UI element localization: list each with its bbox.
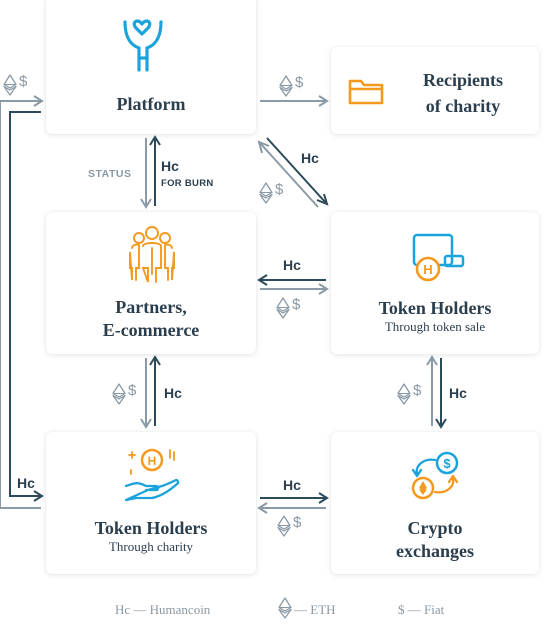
status-label: STATUS [88,168,132,180]
svg-text:H: H [423,262,432,277]
eth-icon [276,297,290,319]
recipients-title-line1: Recipients [423,70,503,90]
fiat-symbol: $ [275,181,284,198]
arrows-holders-sale-exchanges [426,355,447,429]
eth-icon [112,383,126,405]
holders-sale-title: Token Holders [378,298,492,318]
legend-humancoin: Hc — Humancoin [115,602,211,617]
fiat-symbol: $ [295,74,304,91]
arrows-partners-holders-sale [257,274,329,295]
folder-icon [348,79,384,105]
holders-charity-title: Token Holders [94,518,208,538]
arrow-platform-recipients [260,95,329,107]
partners-card: Partners, E-commerce [46,212,256,354]
fiat-symbol: $ [292,296,301,313]
holders-charity-subtitle: Through charity [108,539,194,554]
hc-label: Hc [164,385,182,401]
wallet-coin-icon: H [412,233,465,282]
hc-label: Hc [283,257,301,273]
partners-title-line1: Partners, [115,297,187,317]
platform-title: Platform [116,94,186,114]
hc-label: Hc [161,158,179,174]
partners-title-line2: E-commerce [102,320,200,340]
svg-text:H: H [148,454,157,468]
holders-sale-card: H Token Holders Through token sale [331,212,539,354]
eth-icon [3,74,17,96]
legend-fiat: $ — Fiat [398,602,445,617]
arrows-diagonal [257,137,329,208]
person-heart-icon [123,19,163,72]
coin-exchange-icon: $ [411,451,459,500]
people-group-icon [129,226,175,283]
holders-sale-subtitle: Through token sale [384,319,486,334]
fiat-symbol: $ [293,514,302,531]
exchanges-title-line1: Crypto [407,518,463,538]
eth-icon [278,597,292,619]
eth-icon [259,182,273,204]
fiat-symbol: $ [19,73,28,90]
hc-label: Hc [301,150,319,166]
for-burn-label: FOR BURN [161,178,214,189]
arrows-platform-partners [140,135,161,209]
svg-text:$: $ [443,456,451,471]
exchanges-card: $ Crypto exchanges [331,432,539,574]
left-loop-arrows [0,95,44,509]
fiat-symbol: $ [128,382,137,399]
platform-card: Platform [46,0,256,134]
eth-icon [277,515,291,537]
eth-icon [397,383,411,405]
holders-charity-card: H Token Holders Through charity [46,432,256,574]
hc-label: Hc [17,475,35,491]
arrows-partners-holders-charity [140,355,161,429]
hc-label: Hc [449,385,467,401]
recipients-card: Recipients of charity [331,47,539,134]
hc-label: Hc [283,477,301,493]
legend-eth: — ETH [294,602,336,617]
hand-coin-icon: H [124,448,180,502]
fiat-symbol: $ [413,382,422,399]
exchanges-title-line2: exchanges [396,541,474,561]
arrows-holders-charity-exchanges [257,492,329,514]
recipients-title-line2: of charity [425,96,501,116]
eth-icon [279,75,293,97]
